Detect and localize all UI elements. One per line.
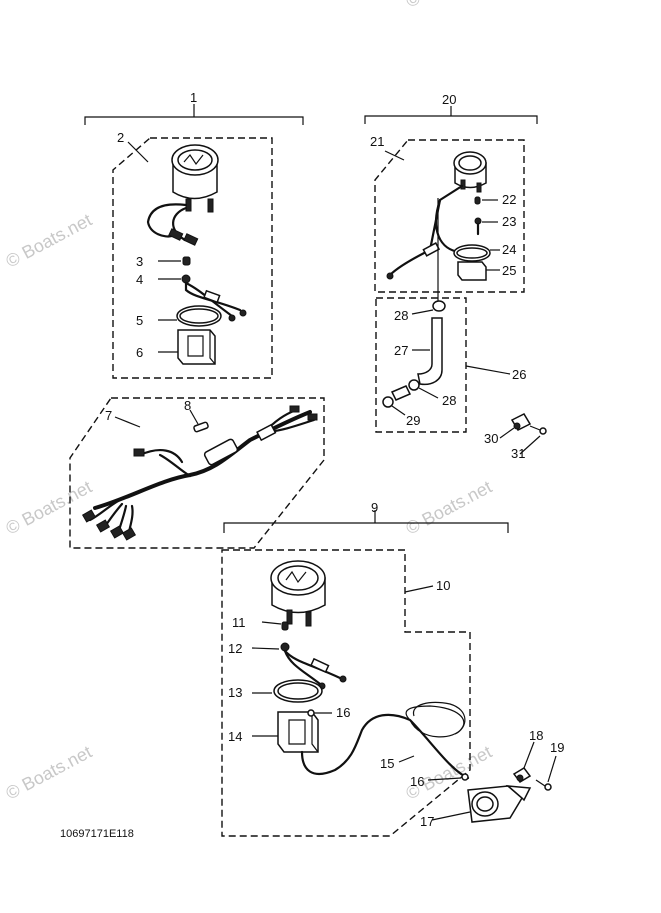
- sensor-30: [510, 413, 532, 431]
- callout-27: 27: [394, 343, 408, 358]
- callout-22: 22: [502, 192, 516, 207]
- diagram-code: 10697171E118: [60, 828, 134, 840]
- mounting-bracket: [177, 329, 216, 365]
- lead-12: [280, 642, 347, 690]
- callout-8: 8: [184, 398, 191, 413]
- bracket-25: [457, 261, 487, 281]
- callout-21: 21: [370, 134, 384, 149]
- callout-26: 26: [512, 367, 526, 382]
- callout-15: 15: [380, 756, 394, 771]
- screw-31: [529, 425, 547, 435]
- callout-12: 12: [228, 641, 242, 656]
- watermark: © Boats.net: [2, 210, 95, 272]
- callout-28: 28: [394, 308, 408, 323]
- callout-3: 3: [136, 254, 143, 269]
- watermark: © Boats.net: [2, 477, 95, 539]
- screw-19: [535, 779, 552, 791]
- callout-20: 20: [442, 92, 456, 107]
- callout-2: 2: [117, 130, 124, 145]
- fitting-29: [382, 385, 412, 408]
- pitot-tube-15: [300, 701, 470, 780]
- callout-17: 17: [420, 814, 434, 829]
- callout-25: 25: [502, 263, 516, 278]
- terminal-lead: [181, 274, 247, 322]
- callout-13: 13: [228, 685, 242, 700]
- fuse: [182, 256, 191, 266]
- callout-1: 1: [190, 90, 197, 105]
- callout-9: 9: [371, 500, 378, 515]
- callout-29: 29: [406, 413, 420, 428]
- watermark: © Boats.net: [402, 0, 495, 12]
- callout-16: 16: [336, 705, 350, 720]
- hour-meter-gauge: [171, 144, 219, 213]
- callout-18: 18: [529, 728, 543, 743]
- callout-19: 19: [550, 740, 564, 755]
- retaining-ring: [176, 305, 222, 327]
- watermark: © Boats.net: [402, 477, 495, 539]
- callout-5: 5: [136, 313, 143, 328]
- trim-meter-gauge: [453, 151, 487, 193]
- pickup-17: [467, 785, 532, 823]
- callout-23: 23: [502, 214, 516, 229]
- wiring-harness: [81, 405, 318, 541]
- clip-28b: [408, 379, 420, 391]
- hose-27: [417, 317, 443, 386]
- callout-7: 7: [105, 408, 112, 423]
- callout-28b: 28: [442, 393, 456, 408]
- callout-31: 31: [511, 446, 525, 461]
- callout-16b: 16: [410, 774, 424, 789]
- callout-6: 6: [136, 345, 143, 360]
- callout-14: 14: [228, 729, 242, 744]
- fuse-8: [193, 421, 209, 433]
- callout-11: 11: [232, 615, 246, 630]
- watermark: © Boats.net: [2, 742, 95, 804]
- callout-30: 30: [484, 431, 498, 446]
- callout-4: 4: [136, 272, 143, 287]
- bracket-14: [277, 711, 319, 753]
- clip-28: [432, 300, 446, 312]
- speedometer-gauge: [270, 560, 326, 627]
- callout-24: 24: [502, 242, 516, 257]
- fuse-11: [281, 621, 289, 631]
- nut-18: [512, 767, 532, 783]
- callout-10: 10: [436, 578, 450, 593]
- clip-16: [307, 709, 315, 717]
- fuse-22: [474, 196, 481, 205]
- clip-16b: [461, 773, 469, 781]
